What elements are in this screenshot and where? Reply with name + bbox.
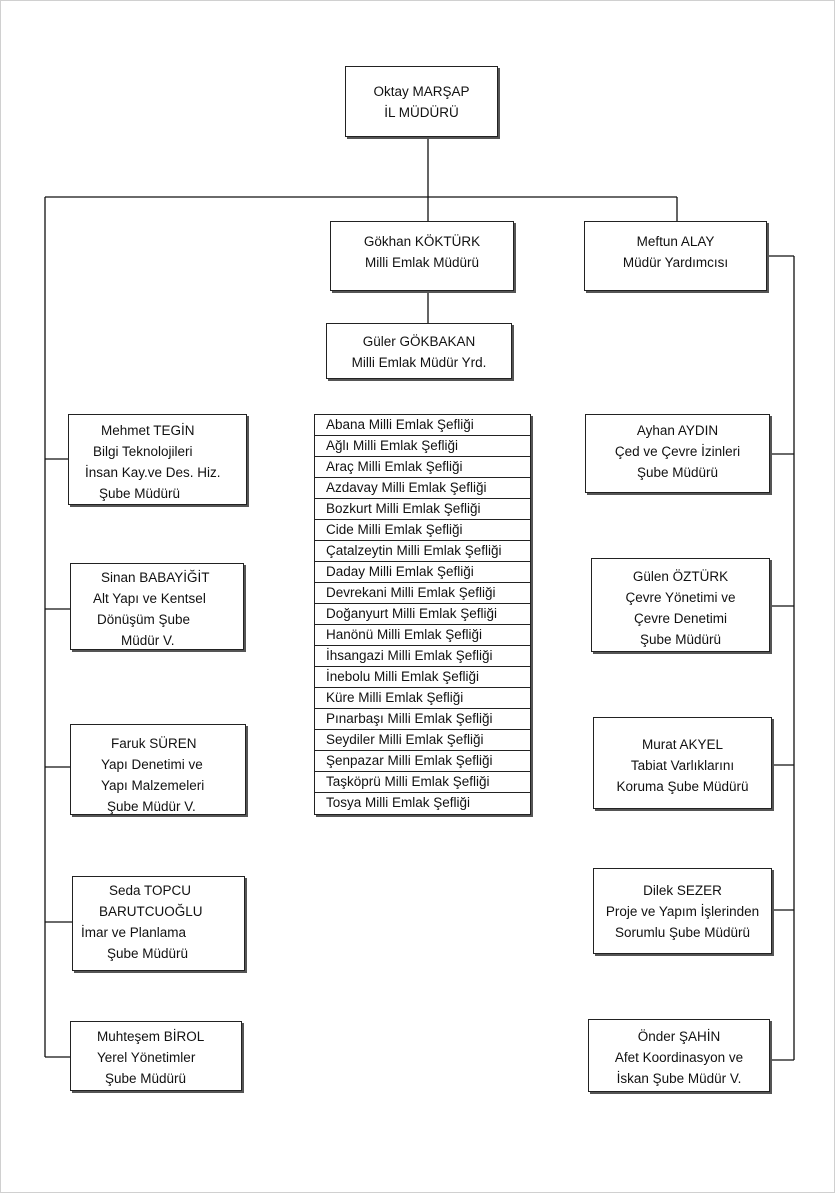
unit-title-line: Alt Yapı ve Kentsel xyxy=(93,591,206,606)
office-row: Çatalzeytin Milli Emlak Şefliği xyxy=(315,541,530,562)
unit-title-line: Şube Müdürü xyxy=(105,1071,187,1086)
unit-title-line: Afet Koordinasyon ve xyxy=(614,1050,744,1065)
right-unit-box: Dilek SEZER Proje ve Yapım İşlerinden So… xyxy=(593,868,772,954)
unit-title-line: Çevre Denetimi xyxy=(633,611,728,626)
office-row: Hanönü Milli Emlak Şefliği xyxy=(315,625,530,646)
director-title: İL MÜDÜRÜ xyxy=(384,105,459,120)
office-row: İhsangazi Milli Emlak Şefliği xyxy=(315,646,530,667)
right-unit-box: Önder ŞAHİN Afet Koordinasyon ve İskan Ş… xyxy=(588,1019,770,1092)
unit-manager-name: Ayhan AYDIN xyxy=(636,423,719,438)
unit-title-line: Şube Müdürü xyxy=(99,486,181,501)
deputy-director-name: Meftun ALAY xyxy=(636,234,715,249)
director-box: Oktay MARŞAP İL MÜDÜRÜ xyxy=(345,66,498,137)
unit-title-line: Dönüşüm Şube xyxy=(97,612,191,627)
unit-title-line: İskan Şube Müdür V. xyxy=(616,1071,742,1086)
milli-emlak-deputy-name: Güler GÖKBAKAN xyxy=(362,334,476,349)
left-unit-box: Faruk SÜREN Yapı Denetimi ve Yapı Malzem… xyxy=(70,724,246,815)
office-row: Ağlı Milli Emlak Şefliği xyxy=(315,436,530,457)
deputy-director-box: Meftun ALAY Müdür Yardımcısı xyxy=(584,221,767,291)
office-row: Araç Milli Emlak Şefliği xyxy=(315,457,530,478)
unit-title-line: Şube Müdürü xyxy=(636,465,719,480)
unit-manager-name: Gülen ÖZTÜRK xyxy=(632,569,729,584)
office-row: Tosya Milli Emlak Şefliği xyxy=(326,795,471,810)
right-unit-box: Gülen ÖZTÜRK Çevre Yönetimi ve Çevre Den… xyxy=(591,558,770,652)
office-row: Daday Milli Emlak Şefliği xyxy=(315,562,530,583)
unit-title-line: Proje ve Yapım İşlerinden xyxy=(605,904,760,919)
deputy-director-title: Müdür Yardımcısı xyxy=(622,255,729,270)
unit-manager-name: Muhteşem BİROL xyxy=(97,1029,205,1044)
unit-title-line: Müdür V. xyxy=(121,633,175,648)
left-unit-box: Mehmet TEGİN Bilgi Teknolojileri İnsan K… xyxy=(68,414,247,505)
unit-title-line: Çevre Yönetimi ve xyxy=(625,590,736,605)
right-unit-box: Ayhan AYDIN Çed ve Çevre İzinleri Şube M… xyxy=(585,414,770,493)
left-unit-box: Muhteşem BİROL Yerel Yönetimler Şube Müd… xyxy=(70,1021,242,1091)
unit-title-line: Bilgi Teknolojileri xyxy=(93,444,193,459)
milli-emlak-director-name: Gökhan KÖKTÜRK xyxy=(363,234,481,249)
milli-emlak-deputy-title: Milli Emlak Müdür Yrd. xyxy=(351,355,487,370)
unit-title-line: İmar ve Planlama xyxy=(81,925,187,940)
unit-title-line: Şube Müdür V. xyxy=(107,799,196,814)
unit-manager-name: Murat AKYEL xyxy=(641,737,724,752)
milli-emlak-deputy-box: Güler GÖKBAKAN Milli Emlak Müdür Yrd. xyxy=(326,323,512,379)
unit-manager-name: Mehmet TEGİN xyxy=(101,423,195,438)
unit-title-line: Sorumlu Şube Müdürü xyxy=(614,925,751,940)
unit-title-line: Şube Müdürü xyxy=(639,632,722,647)
unit-title-line: Çed ve Çevre İzinleri xyxy=(614,444,741,459)
unit-manager-name: Sinan BABAYİĞİT xyxy=(101,570,210,585)
right-unit-box: Murat AKYEL Tabiat Varlıklarını Koruma Ş… xyxy=(593,717,772,809)
milli-emlak-director-box: Gökhan KÖKTÜRK Milli Emlak Müdürü xyxy=(330,221,514,291)
office-row: Devrekani Milli Emlak Şefliği xyxy=(315,583,530,604)
unit-title-line: Yerel Yönetimler xyxy=(97,1050,196,1065)
unit-title-line: Yapı Malzemeleri xyxy=(101,778,205,793)
unit-manager-name: Faruk SÜREN xyxy=(111,736,197,751)
office-row: Pınarbaşı Milli Emlak Şefliği xyxy=(315,709,530,730)
unit-title-line: BARUTCUOĞLU xyxy=(99,904,203,919)
office-row: Küre Milli Emlak Şefliği xyxy=(315,688,530,709)
unit-title-line: Koruma Şube Müdürü xyxy=(616,779,749,794)
office-row: Abana Milli Emlak Şefliği xyxy=(315,415,530,436)
office-row: Taşköprü Milli Emlak Şefliği xyxy=(315,772,530,793)
office-row: Bozkurt Milli Emlak Şefliği xyxy=(315,499,530,520)
office-row: Azdavay Milli Emlak Şefliği xyxy=(315,478,530,499)
unit-manager-name: Önder ŞAHİN xyxy=(637,1029,721,1044)
milli-emlak-office-list: Abana Milli Emlak Şefliği Ağlı Milli Eml… xyxy=(314,414,531,815)
left-unit-box: Seda TOPCU BARUTCUOĞLU İmar ve Planlama … xyxy=(72,876,245,971)
office-row: Cide Milli Emlak Şefliği xyxy=(315,520,530,541)
office-row: Doğanyurt Milli Emlak Şefliği xyxy=(315,604,530,625)
unit-title-line: İnsan Kay.ve Des. Hiz. xyxy=(85,465,221,480)
unit-title-line: Şube Müdürü xyxy=(107,946,189,961)
office-row: İnebolu Milli Emlak Şefliği xyxy=(315,667,530,688)
office-row: Seydiler Milli Emlak Şefliği xyxy=(315,730,530,751)
unit-manager-name: Seda TOPCU xyxy=(109,883,192,898)
unit-title-line: Yapı Denetimi ve xyxy=(101,757,203,772)
director-name: Oktay MARŞAP xyxy=(373,84,470,99)
left-unit-box: Sinan BABAYİĞİT Alt Yapı ve Kentsel Dönü… xyxy=(70,563,244,650)
milli-emlak-director-title: Milli Emlak Müdürü xyxy=(364,255,480,270)
unit-title-line: Tabiat Varlıklarını xyxy=(630,758,735,773)
unit-manager-name: Dilek SEZER xyxy=(643,883,722,898)
office-row: Şenpazar Milli Emlak Şefliği xyxy=(315,751,530,772)
